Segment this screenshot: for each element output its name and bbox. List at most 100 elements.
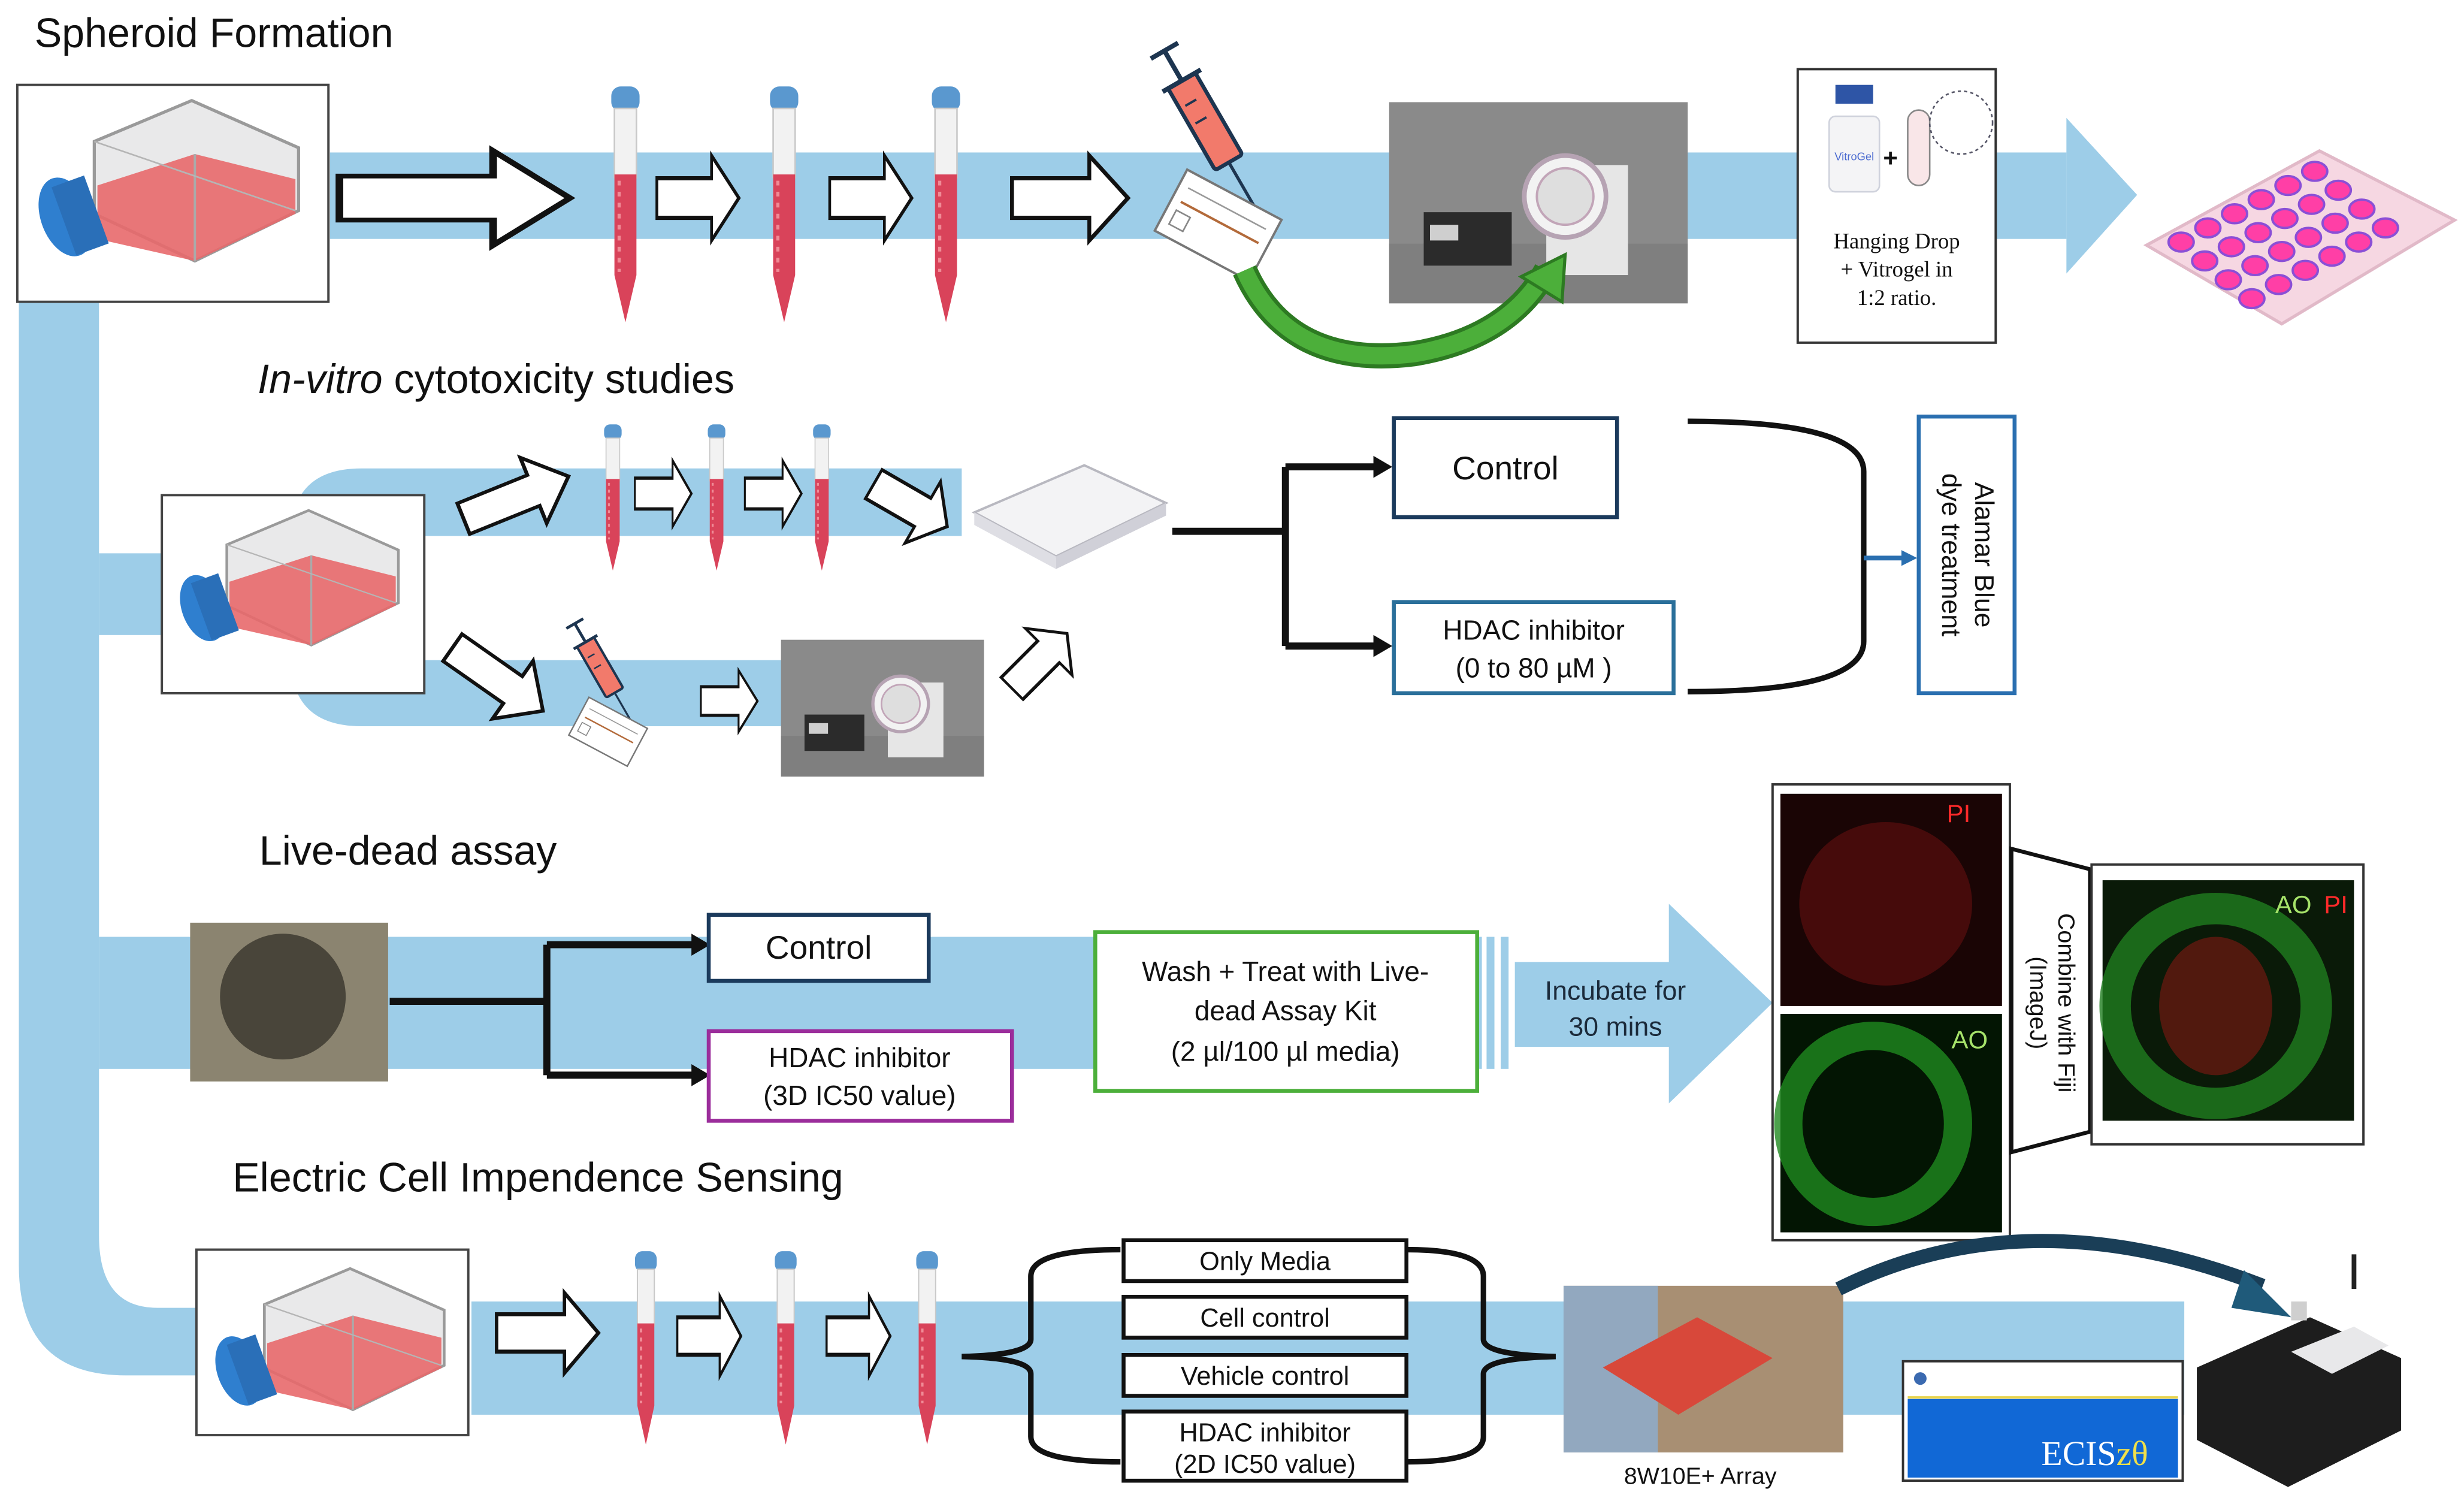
centrifuge-tube-icon <box>770 86 798 322</box>
centrifuge-tube-icon <box>603 423 623 572</box>
green-transfer-arrow <box>1236 266 1554 365</box>
hanging-drop-caption-line-2: + Vitrogel in <box>1840 257 1952 282</box>
hanging-drop-box: VitroGel + Hanging Drop + Vitrogel in 1:… <box>1796 68 1997 344</box>
merged-ao-signal <box>2099 893 2332 1119</box>
control-box <box>706 913 931 983</box>
spheroid-well <box>2265 274 2293 295</box>
spheroid-well <box>2294 226 2323 248</box>
title-italic-part: In-vitro <box>258 357 382 402</box>
wash-label-line-3: (2 µl/100 µl media) <box>1171 1036 1400 1067</box>
plus-sign: + <box>1883 144 1898 172</box>
spheroid-well <box>2241 255 2269 277</box>
spheroid-well <box>2214 269 2242 291</box>
spheroid-well <box>2244 222 2272 243</box>
centrifuge-tube-icon <box>932 86 960 322</box>
left-spine-band <box>19 301 205 1376</box>
bioreactor-photo <box>781 640 984 777</box>
ecis-condition-label: Only Media <box>1199 1248 1331 1276</box>
spheroid-well <box>2221 203 2248 225</box>
hdac-label-line-2: (3D IC50 value) <box>763 1080 956 1111</box>
section-title-spheroid: Spheroid Formation <box>35 11 394 56</box>
cell-suspension-tube-icon <box>1907 109 1931 186</box>
spheroid-well-plate-icon <box>2143 149 2458 326</box>
green-arrowhead <box>1517 252 1567 305</box>
vial-label: VitroGel <box>1834 150 1874 163</box>
ecis-brand-suffix: zθ <box>2116 1435 2148 1473</box>
spheroid-well <box>2371 217 2399 239</box>
spheroid-well <box>2191 250 2219 272</box>
right-arrow-icon <box>988 610 1090 712</box>
spheroid-well <box>2268 241 2296 262</box>
spheroid-well <box>2271 207 2299 229</box>
branch-connector <box>389 944 551 1076</box>
spheroid-well <box>2318 245 2346 267</box>
merged-pi-label: PI <box>2324 890 2348 919</box>
spheroid-well <box>2274 174 2302 197</box>
spheroid-well <box>2348 198 2376 220</box>
section-cytotoxicity: In-vitro cytotoxicity studies Control HD… <box>161 357 2017 777</box>
spheroid-well <box>2300 161 2329 182</box>
incubate-arrow-band <box>1514 904 1773 1104</box>
navy-arrowhead <box>2231 1270 2291 1318</box>
control-label: Control <box>766 929 872 966</box>
alamar-blue-box <box>1916 414 2017 696</box>
ecis-software-screen <box>1907 1399 2178 1478</box>
hdac-treatment-box <box>706 1029 1014 1123</box>
row1-band-arrowhead <box>2066 117 2138 274</box>
hdac-label-line-1: HDAC inhibitor <box>769 1042 950 1073</box>
wash-label-line-2: dead Assay Kit <box>1195 995 1377 1026</box>
hdac-label-line-2: (0 to 80 µM ) <box>1456 653 1612 684</box>
incubate-label-line-2: 30 mins <box>1568 1013 1662 1042</box>
ecis-condition-box <box>1121 1294 1408 1340</box>
spheroid-image <box>220 934 346 1060</box>
ecis-instrument-photo <box>2197 1254 2402 1487</box>
spheroid-well <box>2247 189 2275 210</box>
array-caption: 8W10E+ Array <box>1624 1463 1777 1489</box>
wash-treat-box <box>1093 930 1479 1093</box>
spheroid-well <box>2321 212 2349 234</box>
arrowhead-icon <box>691 934 711 956</box>
branch-connector <box>1172 467 1289 647</box>
vial-cap-icon <box>1835 84 1873 104</box>
arrowhead-icon <box>1373 635 1393 657</box>
ao-label: AO <box>1952 1026 1988 1054</box>
ecis-logo-icon <box>1913 1372 1927 1385</box>
control-box <box>1392 416 1619 520</box>
centrifuge-tube-icon <box>706 423 727 572</box>
ecis-condition-box <box>1121 1353 1408 1398</box>
row2-stub-band <box>99 553 165 635</box>
ecis-condition-label: Vehicle control <box>1181 1362 1349 1391</box>
section-title-live-dead: Live-dead assay <box>259 828 557 874</box>
hdac-treatment-box <box>1392 600 1676 696</box>
combine-label-line-1: Combine with Fiji <box>2053 913 2079 1092</box>
merged-ao-label: AO <box>2275 890 2312 919</box>
arrowhead-icon <box>691 1064 711 1086</box>
spheroid-well <box>2297 194 2326 215</box>
right-brace <box>1406 1246 1556 1465</box>
arrowhead-icon <box>1373 455 1393 478</box>
arrowhead-icon <box>1901 550 1918 566</box>
ecis-condition-label: HDAC inhibitor <box>1180 1419 1351 1448</box>
incubate-label-line-1: Incubate for <box>1545 976 1686 1005</box>
merge-bracket <box>1688 418 1867 694</box>
spheroid-well <box>2291 259 2320 281</box>
navy-transfer-arrow <box>1835 1234 2266 1295</box>
section-spheroid-formation: Spheroid Formation VitroGel + Hanging Dr… <box>16 11 2458 369</box>
centrifuge-tube-icon <box>775 1251 796 1445</box>
spheroid-well <box>2324 179 2353 201</box>
wash-label-line-1: Wash + Treat with Live- <box>1142 956 1429 987</box>
merged-pi-signal <box>2159 937 2272 1076</box>
row3-band-divider-2 <box>1501 937 1509 1069</box>
hanging-drop-caption-line-1: Hanging Drop <box>1834 228 1960 253</box>
alamar-label-line-2: dye treatment <box>1936 473 1966 637</box>
ecis-condition-label: Cell control <box>1200 1304 1329 1333</box>
vitrogel-vial-icon <box>1828 115 1880 193</box>
ecis-condition-box <box>1121 1409 1408 1483</box>
combine-label-line-2: (ImageJ) <box>2025 956 2051 1049</box>
hanging-drop-caption-line-3: 1:2 ratio. <box>1857 285 1937 310</box>
pi-label: PI <box>1947 799 1971 827</box>
ecis-condition-label: (2D IC50 value) <box>1174 1450 1356 1479</box>
left-brace <box>962 1246 1121 1465</box>
96-well-plate-icon <box>973 464 1168 570</box>
